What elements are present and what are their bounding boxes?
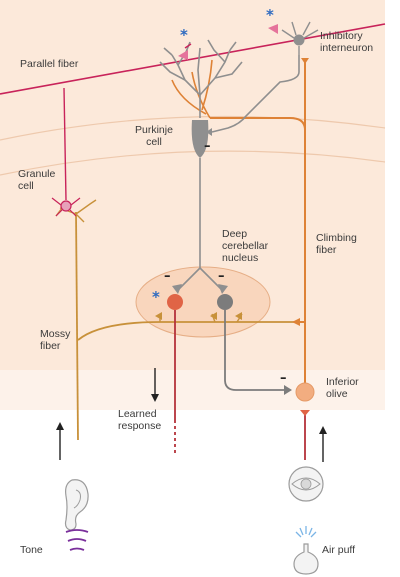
deep-nucleus-region (135, 266, 271, 338)
label-mossy-fiber: Mossy fiber (40, 328, 71, 352)
purkinje-soma (191, 120, 209, 158)
plasticity-star-nucleus: * (152, 288, 160, 306)
climbing-fiber-branch (300, 62, 306, 323)
climbing-terminal-nucleus (292, 318, 300, 326)
interneuron-terminal (206, 128, 212, 136)
interneuron-axon (211, 55, 300, 133)
response-arrow-head (151, 394, 159, 402)
nucleus-to-olive-axon (224, 310, 290, 391)
label-inferior-olive: Inferior olive (326, 376, 359, 400)
background-fade (0, 370, 385, 410)
mossy-fiber-trunk (75, 211, 79, 441)
granule-axon (63, 87, 67, 201)
inhibition-sign-nucleus-right: – (218, 269, 225, 284)
plasticity-star-interneuron: * (266, 6, 274, 24)
granule-cell-body (60, 200, 72, 212)
interneuron-body (293, 34, 305, 46)
interneuron-dendrites (281, 21, 319, 55)
eye-icon (288, 466, 324, 502)
mossy-terminal-2 (210, 312, 217, 320)
parallel-terminal-interneuron (268, 24, 278, 34)
purkinje-axon (177, 158, 223, 291)
layer-boundary-1 (0, 115, 386, 141)
ear-icon (64, 479, 89, 531)
parallel-terminal-purkinje (178, 50, 188, 60)
granule-dendrites (51, 197, 81, 217)
air-puff-input-terminal (300, 410, 310, 416)
nucleus-neuron-excitatory (167, 294, 183, 310)
layer-boundary-2 (0, 150, 386, 176)
plasticity-star-purkinje: * (180, 26, 188, 44)
label-granule-cell: Granule cell (18, 168, 56, 192)
puff-arrow-head (319, 426, 327, 434)
air-puff-icon (293, 526, 319, 575)
climbing-terminal-interneuron (301, 58, 309, 64)
inferior-olive-body (295, 382, 315, 402)
nucleus-neuron-inhibitory (217, 294, 233, 310)
parallel-synapse-purkinje (184, 43, 192, 49)
label-tone: Tone (20, 544, 43, 556)
tone-arrow-head (56, 422, 64, 430)
mossy-fiber-collateral (77, 321, 305, 341)
label-parallel-fiber: Parallel fiber (20, 58, 79, 70)
label-air-puff: Air puff (322, 544, 356, 556)
mossy-terminal-3 (235, 312, 242, 320)
purkinje-terminal-2 (218, 284, 228, 294)
mossy-terminal-1 (155, 312, 162, 320)
label-deep-cerebellar-nucleus: Deep cerebellar nucleus (222, 228, 269, 264)
label-climbing-fiber: Climbing fiber (316, 232, 357, 256)
label-purkinje-cell: Purkinje cell (135, 124, 173, 148)
sound-wave-icon (65, 529, 89, 551)
label-learned-response: Learned response (118, 408, 162, 432)
inhibition-sign-nucleus-left: – (164, 269, 171, 284)
label-inhibitory-interneuron: Inhibitory interneuron (320, 30, 374, 54)
purkinje-terminal-1 (172, 284, 182, 294)
inhibition-sign-olive: – (280, 371, 287, 386)
inhibition-sign-purkinje: – (204, 139, 211, 154)
olive-inhibitory-terminal (284, 385, 292, 395)
parallel-fiber-axon (0, 23, 386, 95)
